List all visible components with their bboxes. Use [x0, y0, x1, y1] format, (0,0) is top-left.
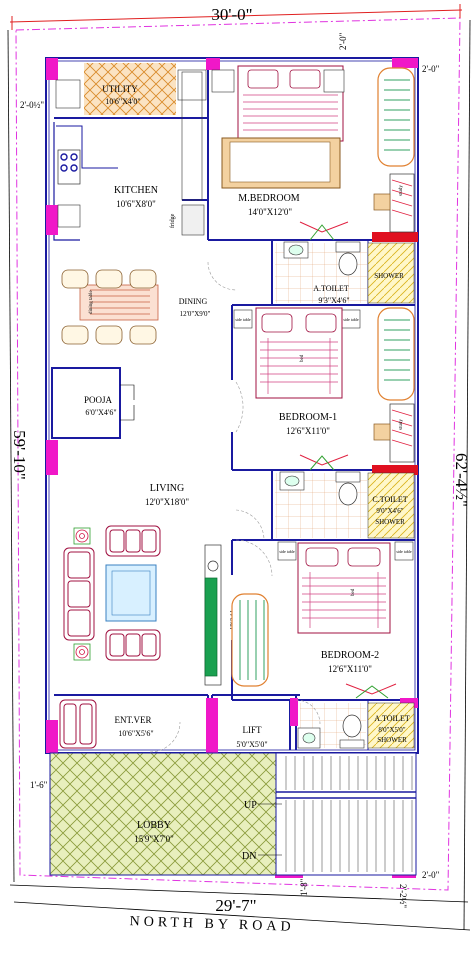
- bottom-width-label: 29'-7": [215, 896, 256, 915]
- stair-down: DN: [242, 851, 256, 862]
- pooja-size: 6'0"X4'6": [85, 408, 116, 417]
- master-bedroom: M.BEDROOM 14'0"X12'0" study: [207, 65, 415, 291]
- living-size: 12'0"X18'0": [145, 497, 189, 507]
- atoilet2-size: 8'0"X5'0": [378, 726, 405, 734]
- study-label-1: study: [399, 185, 404, 196]
- mbedroom-size: 14'0"X12'0": [248, 207, 292, 217]
- entver-size: 10'6"X5'6": [118, 729, 153, 738]
- entver-name: ENT.VER: [114, 715, 151, 725]
- atoilet1-name: A.TOILET: [313, 284, 349, 293]
- ctoilet-size: 9'0"X4'6": [376, 507, 403, 515]
- lift-name: LIFT: [243, 725, 263, 735]
- road-label: NORTH BY ROAD: [129, 914, 294, 935]
- attached-toilet-2: A.TOILET 8'0"X5'0" SHOWER: [297, 683, 415, 749]
- ctoilet-shower: SHOWER: [375, 518, 405, 526]
- kitchen-name: KITCHEN: [114, 185, 158, 196]
- dining-area: dining table DINING 12'0"X9'0": [61, 269, 211, 345]
- side-table-label-2: side table: [343, 317, 358, 322]
- fridge-label: fridge: [169, 213, 176, 228]
- side-table-label-4: side table: [396, 549, 411, 554]
- pooja-name: POOJA: [84, 395, 113, 405]
- dining-name: DINING: [179, 297, 208, 306]
- entver-room: ENT.VER 10'6"X5'6": [59, 699, 154, 749]
- atoilet1-size: 9'3"X4'6": [318, 296, 349, 305]
- lobby: LOBBY 15'9"X7'0": [49, 752, 277, 876]
- setback-top-right: 2'-0": [422, 64, 440, 74]
- top-width-label: 30'-0": [211, 5, 252, 24]
- atoilet2-name: A.TOILET: [374, 714, 410, 723]
- living-room: LIVING 12'0"X18'0" TV UNIT: [63, 483, 233, 686]
- pooja-room: POOJA 6'0"X4'6": [54, 371, 135, 435]
- atoilet2-shower: SHOWER: [377, 736, 407, 744]
- setback-left-bottom: 1'-6": [30, 780, 48, 790]
- shower1-name: SHOWER: [374, 272, 404, 280]
- bed-label-1: bed: [300, 354, 305, 362]
- tv-unit-label: TV UNIT: [228, 610, 233, 630]
- lobby-size: 15'9"X7'0": [134, 834, 174, 844]
- dining-table-label: dining table: [89, 289, 94, 314]
- side-table-label-1: side table: [235, 317, 250, 322]
- study-label-2: study: [399, 419, 404, 430]
- ctoilet-name: C.TOILET: [372, 495, 407, 504]
- red-marks: [372, 232, 418, 475]
- left-dimension: 59'-10": [7, 29, 29, 883]
- bedroom2-name: BEDROOM-2: [321, 650, 379, 661]
- setback-top: 2'-0": [338, 32, 348, 50]
- kitchen-room: fridge KITCHEN 10'6"X8'0": [57, 71, 205, 236]
- attached-toilet-1: A.TOILET 9'3"X4'6" SHOWER: [275, 221, 415, 305]
- right-depth-label: 62'-4½": [452, 453, 471, 507]
- bedroom1-name: BEDROOM-1: [279, 412, 337, 423]
- bed-label-2: bed: [351, 588, 356, 596]
- lift-size: 5'0"X5'0": [236, 740, 267, 749]
- dining-size: 12'0"X9'0": [180, 310, 211, 318]
- setback-bottom-right: 2'-0": [422, 870, 440, 880]
- bedroom2-size: 12'6"X11'0": [328, 664, 372, 674]
- kitchen-size: 10'6"X8'0": [116, 199, 156, 209]
- lift: LIFT 5'0"X5'0": [236, 725, 267, 749]
- setback-bottom-b: 2'-2½": [398, 884, 408, 908]
- bedroom1-size: 12'6"X11'0": [286, 426, 330, 436]
- bedroom-1: side table side table bed BEDROOM-1 12'6…: [233, 307, 415, 463]
- bottom-dimension: 29'-7" NORTH BY ROAD: [9, 884, 471, 935]
- left-depth-label: 59'-10": [10, 430, 29, 480]
- stair-up: UP: [244, 800, 257, 811]
- setback-bottom-a: 1'-8": [299, 878, 309, 896]
- utility-name: UTILITY: [102, 84, 138, 94]
- top-dimension: 30'-0": [9, 4, 463, 30]
- bedroom-2: side table side table bed BEDROOM-2 12'6…: [231, 539, 414, 687]
- staircase: UP DN: [242, 752, 417, 876]
- plot-boundary: [15, 17, 461, 891]
- common-toilet: C.TOILET 9'0"X4'6" SHOWER: [235, 454, 415, 541]
- utility-room: UTILITY 10'6"X4'0": [55, 63, 207, 115]
- side-table-label-3: side table: [279, 549, 294, 554]
- utility-size: 10'6"X4'0": [105, 97, 140, 106]
- living-name: LIVING: [150, 483, 184, 494]
- lobby-name: LOBBY: [137, 820, 171, 831]
- right-dimension: 62'-4½": [452, 19, 471, 931]
- setback-left: 2'-0½": [20, 100, 44, 110]
- mbedroom-name: M.BEDROOM: [238, 193, 300, 204]
